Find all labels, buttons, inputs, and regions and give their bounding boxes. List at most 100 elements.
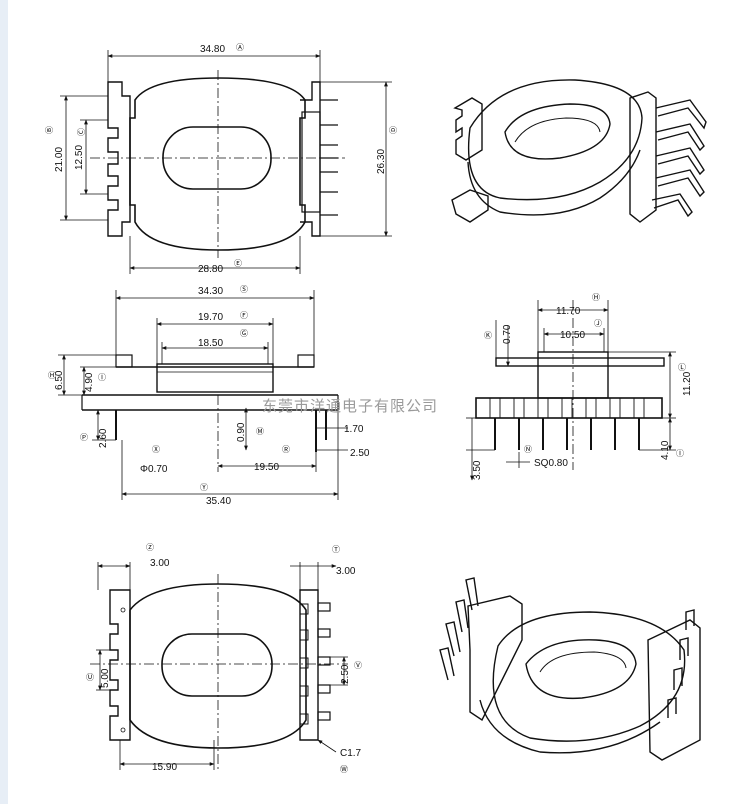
iso-bottom-pin xyxy=(673,667,683,690)
iso-bottom-pin xyxy=(465,577,479,611)
top-view-right-pin-block xyxy=(300,81,321,237)
dim-left-pinspan: 12.50 xyxy=(74,145,85,170)
dim-end-pin: 4.10 xyxy=(660,440,671,460)
iso-bottom-pin xyxy=(445,621,461,657)
dim-side-offset-a: 1.70 xyxy=(344,424,364,435)
dim-side-h1: 6.50 xyxy=(54,370,65,390)
dim-bottom-pitch-right: 2.50 xyxy=(340,664,351,684)
iso-bottom-pin xyxy=(455,599,469,633)
iso-top-pin xyxy=(651,193,693,218)
end-view-base xyxy=(475,397,663,419)
callout-end-width-a: Ⓗ xyxy=(592,293,600,302)
bottom-view-pin xyxy=(317,684,331,694)
callout-side-pin: Ⓟ xyxy=(80,433,88,442)
dim-side-pin: 2.60 xyxy=(98,428,109,448)
callout-bottom-right-tab: Ⓣ xyxy=(332,545,340,554)
dim-end-sq: SQ0.80 xyxy=(534,458,568,469)
callout-top-width: Ⓐ xyxy=(236,43,244,52)
iso-bottom-flange-side xyxy=(479,699,661,754)
dim-side-gap: 0.90 xyxy=(236,422,247,442)
iso-bottom-left-comb xyxy=(467,595,523,722)
callout-side-pindia: Ⓧ xyxy=(152,445,160,454)
iso-bottom-pin xyxy=(679,637,689,660)
top-view-flange xyxy=(129,77,306,251)
top-view xyxy=(60,50,392,274)
dim-side-base: 35.40 xyxy=(206,496,231,507)
callout-bottom-left-tab: Ⓩ xyxy=(146,543,154,552)
bottom-view-pin xyxy=(317,711,331,721)
side-view-core xyxy=(156,363,274,393)
bottom-view-right-tab xyxy=(299,589,319,741)
bottom-view xyxy=(90,562,348,770)
dim-left-height: 21.00 xyxy=(54,147,65,172)
bottom-view-window xyxy=(161,633,273,697)
iso-top-right-comb xyxy=(629,91,657,223)
callout-side-gap: Ⓜ xyxy=(256,427,264,436)
dim-bottom-chamfer: C1.7 xyxy=(340,748,362,759)
iso-bottom-right-comb xyxy=(647,619,701,761)
callout-side-height: Ⓗ xyxy=(48,371,56,380)
callout-side-mid: Ⓕ xyxy=(240,311,248,320)
callout-side-overall: Ⓢ xyxy=(240,285,248,294)
iso-bottom-flange xyxy=(492,611,686,742)
dim-end-height: 11.20 xyxy=(682,371,693,396)
iso-top-left-comb xyxy=(453,97,483,161)
dim-side-offset-b: 2.50 xyxy=(350,448,370,459)
dim-end-thickness: 0.70 xyxy=(502,324,513,344)
iso-top-window-inner xyxy=(514,117,601,143)
dim-right-height: 26.30 xyxy=(376,149,387,174)
dim-side-inner: 18.50 xyxy=(198,338,223,349)
dim-end-width-a: 11.70 xyxy=(556,306,581,317)
callout-side-height-b: Ⓘ xyxy=(98,373,106,382)
side-view xyxy=(58,290,348,500)
callout-side-base: Ⓨ xyxy=(200,483,208,492)
bottom-view-flange xyxy=(129,583,307,749)
iso-top-pin xyxy=(655,147,705,176)
callout-bottom-pitch-right: Ⓥ xyxy=(354,661,362,670)
dim-side-h2: 4.90 xyxy=(84,372,95,392)
dim-bottom-pitch-left: 5.00 xyxy=(100,668,111,688)
dim-bottom-right-tab: 3.00 xyxy=(336,566,356,577)
iso-top-window xyxy=(504,103,611,160)
callout-end-thickness: Ⓚ xyxy=(484,331,492,340)
callout-side-pinoffset: Ⓡ xyxy=(282,445,290,454)
dim-end-width-b: 10.50 xyxy=(560,330,585,341)
dim-side-mid: 19.70 xyxy=(198,312,223,323)
dim-bottom-width: 28.80 xyxy=(198,264,223,275)
iso-top-pin xyxy=(655,99,707,130)
callout-side-inner: Ⓖ xyxy=(240,329,248,338)
iso-top-flange xyxy=(467,79,643,201)
sheet-left-border xyxy=(0,0,8,804)
dim-line-chamfer xyxy=(317,739,337,753)
dim-side-overall: 34.30 xyxy=(198,286,223,297)
callout-end-width-b: Ⓙ xyxy=(594,319,602,328)
iso-bottom-window xyxy=(525,639,637,700)
callout-end-sq: Ⓝ xyxy=(524,445,532,454)
iso-bottom-pin xyxy=(685,609,695,630)
bottom-view-left-tab xyxy=(109,589,131,741)
top-view-right-frame xyxy=(301,111,321,213)
iso-top-flange-lower xyxy=(467,149,641,216)
callout-bottom-chamfer: Ⓦ xyxy=(340,765,348,774)
company-watermark: 东莞市洋通电子有限公司 xyxy=(262,398,438,415)
iso-top-pin xyxy=(655,169,705,198)
dim-top-width: 34.80 xyxy=(200,44,225,55)
callout-end-pin: Ⓘ xyxy=(676,449,684,458)
iso-bottom-pin xyxy=(439,647,455,681)
iso-top-pin xyxy=(655,123,705,152)
callout-bottom-pitch-left: Ⓤ xyxy=(86,673,94,682)
end-view-top-plate xyxy=(495,357,665,367)
dim-bottom-left-tab: 3.00 xyxy=(150,558,170,569)
side-view-top-flange-right xyxy=(297,354,315,368)
dim-end-stub: 3.50 xyxy=(472,460,483,480)
callout-bottom-width: Ⓔ xyxy=(234,259,242,268)
iso-top-left-foot xyxy=(451,189,489,223)
iso-bottom-pin xyxy=(667,697,677,718)
bottom-view-pin xyxy=(317,602,331,612)
top-view-left-pin-block xyxy=(107,81,131,237)
callout-end-height: Ⓛ xyxy=(678,363,686,372)
side-view-top-flange-left xyxy=(115,354,133,368)
iso-view-bottom xyxy=(439,577,701,761)
end-view xyxy=(466,300,676,481)
